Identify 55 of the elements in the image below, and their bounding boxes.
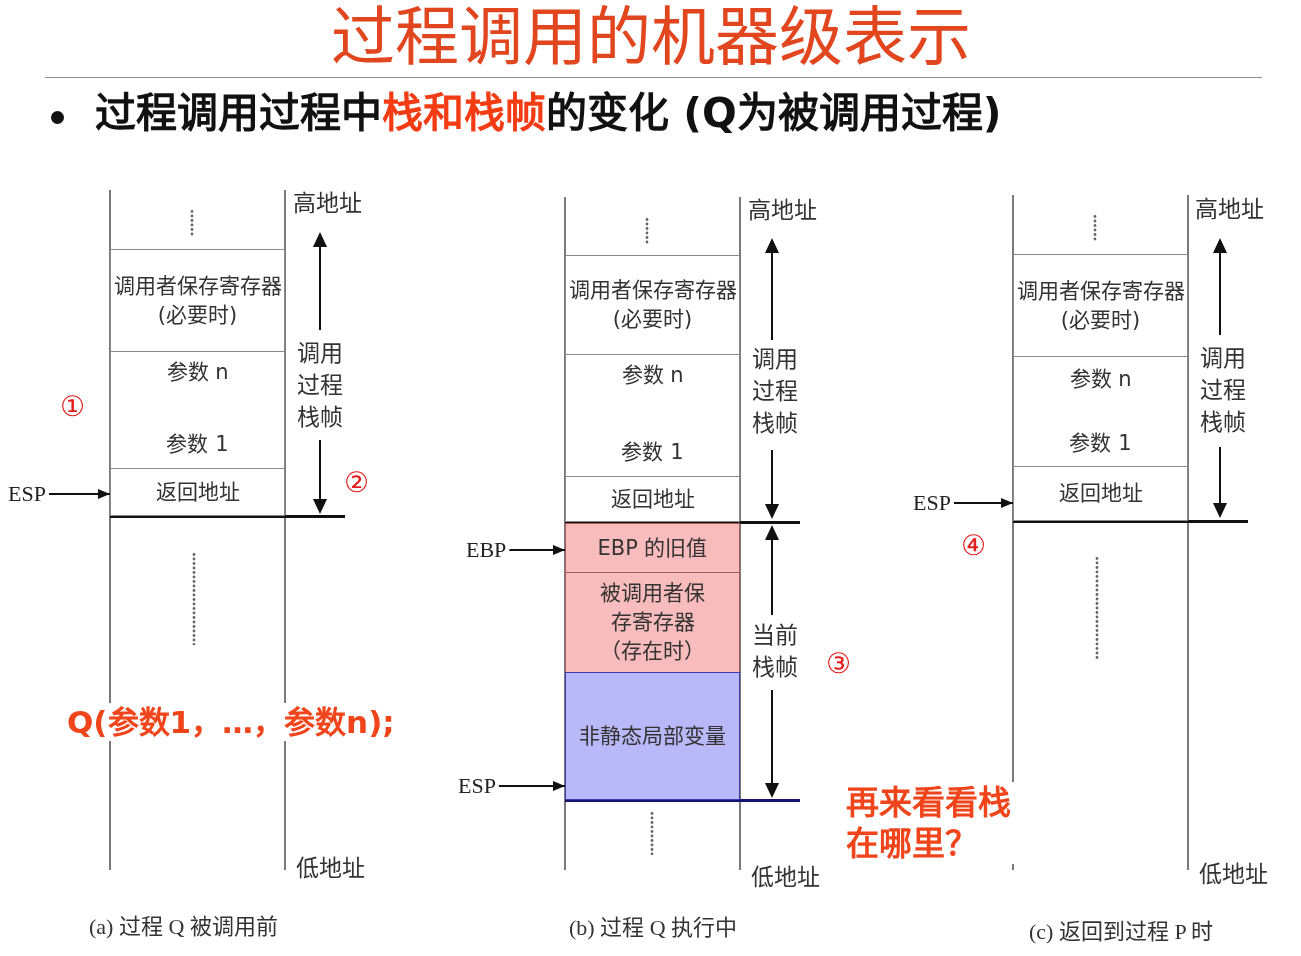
stack-cell-filled <box>565 572 740 673</box>
stack-cell <box>565 354 740 477</box>
stack-cell <box>565 255 740 355</box>
slide-title: 过程调用的机器级表示 <box>329 0 972 74</box>
callout-number: ① <box>60 391 86 423</box>
stack-cell <box>110 249 285 352</box>
cell-text: 非静态局部变量 <box>579 722 726 750</box>
stack-cell-filled <box>565 672 740 800</box>
frame-size-label: 调用过程栈帧 <box>1200 344 1247 437</box>
register-label: EBP <box>466 537 507 563</box>
cell-text: EBP 的旧值 <box>597 534 708 562</box>
stack-cell <box>1013 466 1188 521</box>
address-label: 高地址 <box>293 190 362 217</box>
cell-text: 参数 1 <box>1069 430 1132 457</box>
callout-number: ③ <box>826 648 852 680</box>
cell-text: 返回地址 <box>1058 480 1143 507</box>
panel-caption: (c) 返回到过程 P 时 <box>1029 918 1214 946</box>
panel-caption: (b) 过程 Q 执行中 <box>569 914 738 942</box>
address-label: 低地址 <box>1199 861 1268 888</box>
stack-cell <box>110 468 285 516</box>
cell-text: 参数 n <box>621 362 684 389</box>
pointer-arrow <box>47 489 111 499</box>
register-label: ESP <box>913 490 951 516</box>
stack-cell <box>1013 356 1188 467</box>
callout-number: ② <box>344 467 370 499</box>
stack-cell <box>110 351 285 469</box>
pointer-arrow <box>508 545 566 555</box>
address-label: 高地址 <box>1195 196 1264 223</box>
bullet-heading: 过程调用过程中栈和栈帧的变化 (Q为被调用过程) <box>95 88 1002 138</box>
frame-size-label: 调用过程栈帧 <box>752 345 799 438</box>
register-label: ESP <box>458 773 496 799</box>
cell-text: 参数 1 <box>166 431 229 458</box>
cell-text: 被调用者保存寄存器（存在时） <box>599 580 706 665</box>
cell-text: 参数 n <box>166 359 229 386</box>
cell-text: 调用者保存寄存器(必要时) <box>1015 277 1186 334</box>
stack-cell <box>565 476 740 522</box>
register-label: ESP <box>8 481 46 507</box>
cell-text: 调用者保存寄存器(必要时) <box>112 272 283 329</box>
cell-text: 返回地址 <box>155 478 240 506</box>
frame-size-label: 当前栈帧 <box>752 621 799 682</box>
panel-caption: (a) 过程 Q 被调用前 <box>89 913 278 941</box>
pointer-arrow <box>497 781 566 791</box>
cell-text: 返回地址 <box>610 485 695 513</box>
address-label: 低地址 <box>296 855 365 882</box>
callout-number: ④ <box>961 530 987 562</box>
question-text: 再来看看栈在哪里？ <box>846 782 1016 864</box>
frame-size-label: 调用过程栈帧 <box>297 339 344 432</box>
cell-text: 参数 n <box>1069 366 1132 393</box>
cell-text: 调用者保存寄存器(必要时) <box>567 277 738 333</box>
stack-cell-filled <box>565 523 740 573</box>
stack-cell <box>1013 254 1188 357</box>
address-label: 高地址 <box>748 197 817 224</box>
cell-text: 参数 1 <box>621 439 684 466</box>
address-label: 低地址 <box>751 864 820 891</box>
pointer-arrow <box>952 498 1014 508</box>
